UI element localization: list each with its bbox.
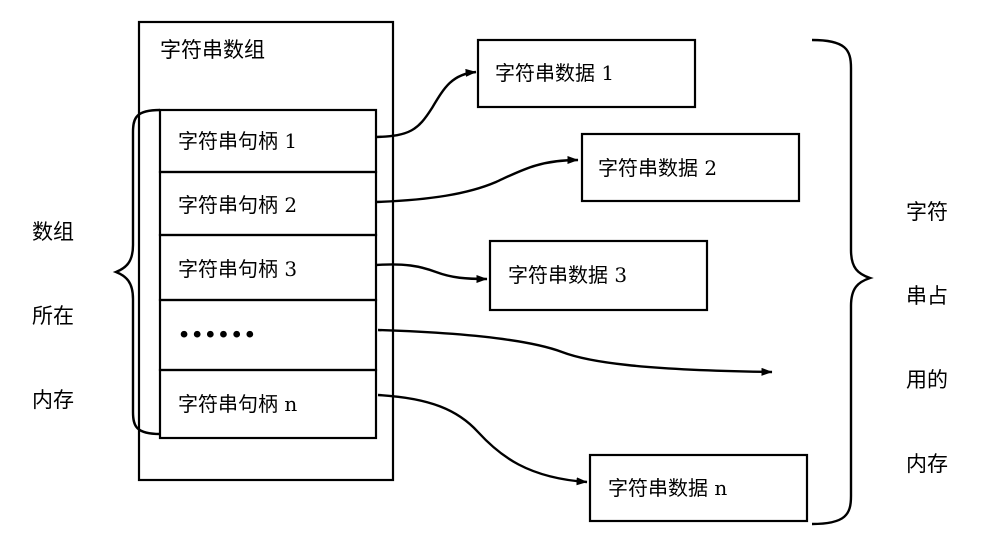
data-box-1 [476, 38, 697, 109]
data-box-label-2: 字符串数据 2 [598, 156, 718, 180]
handle-cell-label-ellipsis: •••••• [178, 324, 257, 346]
array-container-title: 字符串数组 [160, 38, 265, 62]
right-brace-label-line-4: 内存 [906, 452, 948, 476]
handle-cell-label-1: 字符串句柄 1 [178, 129, 298, 153]
left-brace-label-line-3: 内存 [32, 388, 74, 412]
right-brace-label: 字符 串占 用的 内存 [896, 160, 958, 538]
pointer-arrow-2 [375, 156, 579, 204]
handle-cell-label-3: 字符串句柄 3 [178, 257, 298, 281]
pointer-arrows-group [375, 68, 773, 486]
pointer-arrow-3 [375, 263, 488, 283]
handle-cells-group [158, 108, 378, 440]
right-brace-label-line-3: 用的 [906, 368, 948, 392]
data-boxes-group [476, 38, 809, 523]
data-box-label-n: 字符串数据 n [608, 476, 728, 500]
handle-cell-label-n: 字符串句柄 n [178, 392, 298, 416]
right-brace [811, 38, 874, 526]
pointer-arrow-n [377, 393, 588, 486]
data-box-3 [488, 239, 709, 312]
left-brace-label-line-1: 数组 [32, 220, 74, 244]
right-brace-label-line-1: 字符 [906, 200, 948, 224]
data-box-n [588, 453, 809, 523]
array-container-box [137, 20, 395, 482]
left-brace [112, 108, 161, 436]
data-box-label-3: 字符串数据 3 [508, 263, 628, 287]
pointer-arrow-ellipsis [377, 328, 773, 376]
left-brace-label: 数组 所在 内存 [22, 180, 84, 474]
data-box-label-1: 字符串数据 1 [495, 61, 615, 85]
right-brace-label-line-2: 串占 [906, 284, 948, 308]
left-brace-label-line-2: 所在 [32, 304, 74, 328]
handle-cell-n [158, 368, 378, 440]
handle-cell-label-2: 字符串句柄 2 [178, 193, 298, 217]
data-box-2 [580, 132, 801, 203]
pointer-arrow-1 [375, 68, 477, 139]
